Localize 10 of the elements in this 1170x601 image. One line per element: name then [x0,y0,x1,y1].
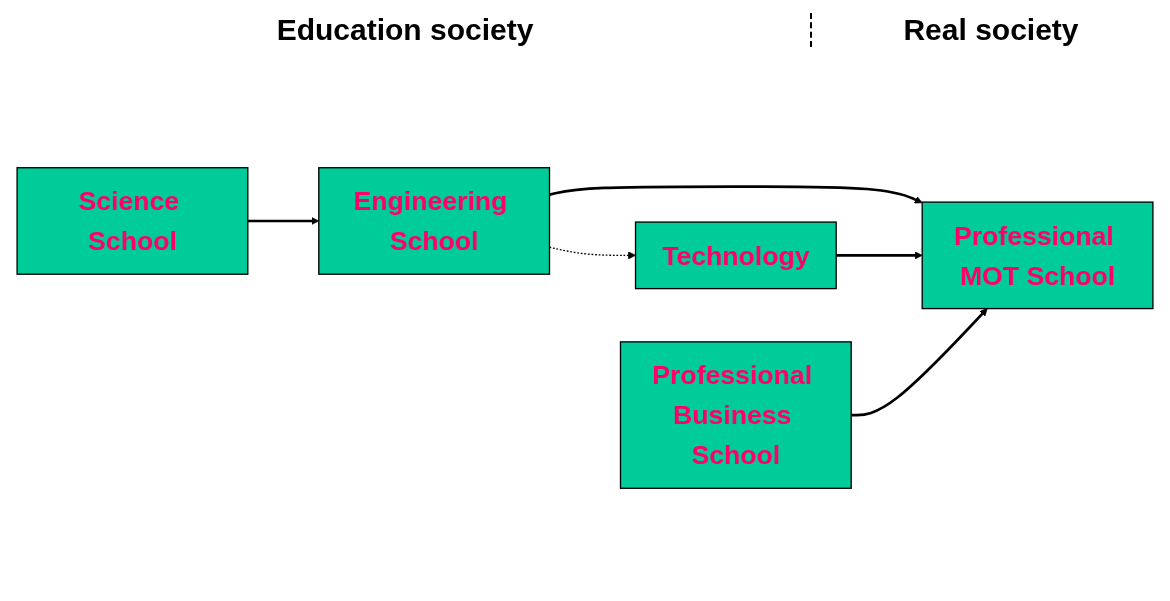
region-heading: Education society [276,13,534,47]
node-box: Engineering School [318,166,551,275]
node-box: Technology [634,220,837,289]
node-box: Professional Business School [619,340,852,489]
arrow [836,250,923,259]
region-heading: Real society [903,13,1079,47]
arrow [851,307,988,416]
node-box: Professional MOT School [921,200,1154,309]
node-box: Science School [16,166,249,275]
arrow [549,184,923,203]
